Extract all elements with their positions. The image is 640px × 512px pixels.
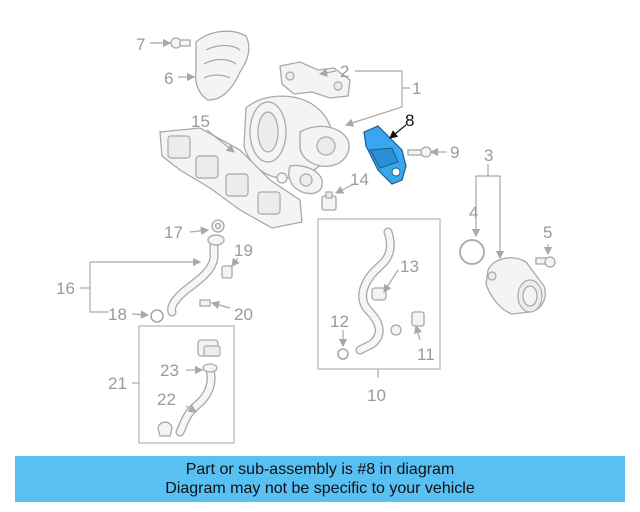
part-9-bolt (407, 146, 432, 158)
callout-22: 22 (157, 390, 176, 409)
parts-diagram: 7 6 2 1 15 8 9 3 14 4 5 17 19 13 16 18 2… (56, 30, 556, 444)
part-1-turbocharger (159, 95, 350, 229)
part-14-fitting (321, 191, 337, 211)
callout-19: 19 (234, 241, 253, 260)
callout-16: 16 (56, 279, 75, 298)
part-10-pipe (355, 227, 395, 355)
callout-17: 17 (164, 223, 183, 242)
callout-21: 21 (108, 374, 127, 393)
part-20-bolt (199, 299, 211, 307)
part-23-connector (197, 339, 221, 357)
part-8-bracket-highlighted (363, 125, 407, 185)
part-6-heat-shield (194, 30, 250, 101)
callout-20: 20 (234, 305, 253, 324)
callout-13: 13 (400, 257, 419, 276)
part-3-converter (485, 257, 546, 315)
part-2-bracket (279, 61, 351, 99)
banner-line-2: Diagram may not be specific to your vehi… (165, 480, 475, 497)
callout-11: 11 (417, 345, 435, 364)
callout-12: 12 (330, 312, 349, 331)
part-4-gasket (459, 239, 485, 265)
part-16-pipe (167, 234, 225, 317)
callout-1: 1 (412, 79, 421, 98)
callout-5: 5 (543, 223, 552, 242)
part-21-clip (157, 421, 173, 437)
callout-15: 15 (191, 112, 210, 131)
part-22-hose (175, 363, 218, 437)
callout-3: 3 (484, 146, 493, 165)
callout-8: 8 (405, 111, 414, 130)
callout-7: 7 (136, 35, 145, 54)
info-banner: Part or sub-assembly is #8 in diagram Di… (15, 456, 625, 502)
part-13-clamp (371, 287, 387, 301)
callout-10: 10 (367, 386, 386, 405)
part-21-group-box (138, 325, 235, 444)
callout-4: 4 (469, 203, 478, 222)
callout-14: 14 (350, 170, 369, 189)
callout-2: 2 (340, 62, 349, 81)
part-12-washer (337, 348, 349, 360)
banner-line-1: Part or sub-assembly is #8 in diagram (185, 461, 455, 478)
part-5-bolt (535, 256, 556, 268)
callout-9: 9 (450, 143, 459, 162)
part-10-group-box (317, 218, 441, 370)
callout-6: 6 (164, 69, 173, 88)
part-18-washer (150, 309, 164, 323)
callout-18: 18 (108, 305, 127, 324)
part-11-bolt (390, 311, 425, 336)
part-19-fitting (221, 265, 233, 279)
part-17-washer (211, 219, 225, 233)
part-7-bolt (170, 37, 191, 49)
callout-23: 23 (160, 361, 179, 380)
